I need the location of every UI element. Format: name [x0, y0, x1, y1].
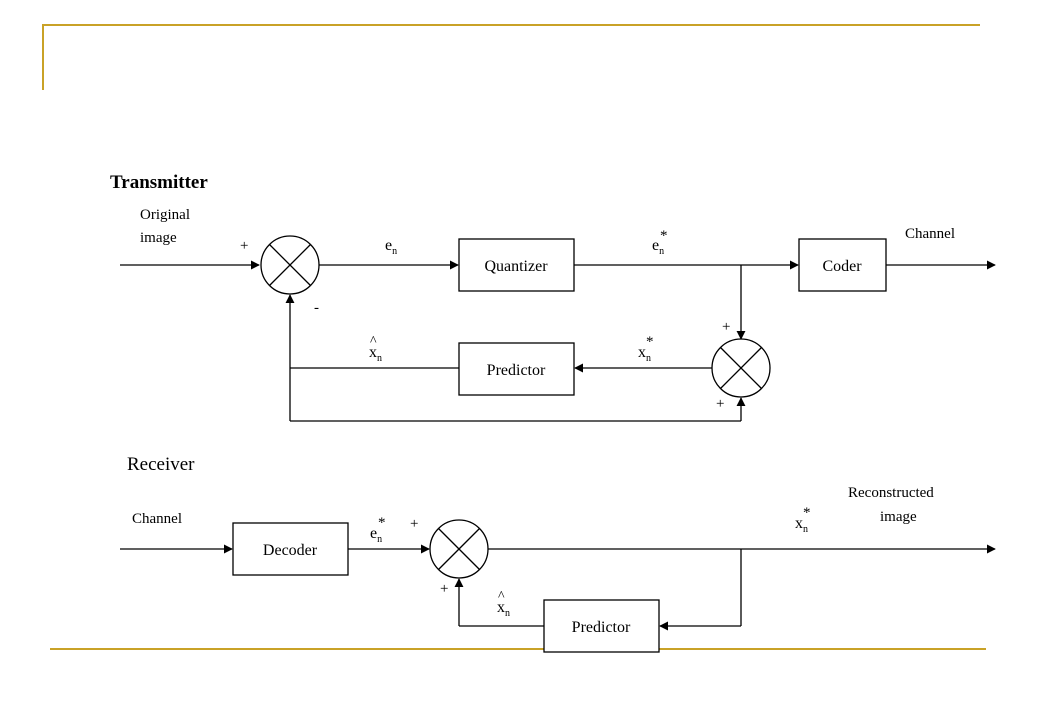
rx-sum-left-plus: +: [410, 516, 418, 532]
decoder-block: [232, 522, 349, 576]
rx-predictor-label: Predictor: [572, 619, 631, 636]
tx-predictor-block: [458, 342, 575, 396]
rx-sum-bottom-plus: +: [440, 581, 448, 597]
original-image-label-line1: Original: [140, 207, 190, 223]
rx-e-n-star-sup: *: [378, 515, 386, 531]
tx-sum2-bottom-plus: +: [716, 396, 724, 412]
tx-x-n-hat-sup: ^: [370, 334, 377, 349]
rx-e-n-star-label: en: [370, 525, 382, 545]
tx-x-n-star-sup: *: [646, 334, 654, 350]
tx-sum1-minus: -: [314, 300, 319, 316]
quantizer-label: Quantizer: [484, 258, 548, 275]
tx-sum1-plus: +: [240, 238, 248, 254]
receiver-title: Receiver: [127, 454, 195, 475]
tx-predictor-label: Predictor: [487, 362, 546, 379]
coder-block: [798, 238, 887, 292]
reconstructed-label-line2: image: [880, 509, 917, 525]
tx-channel-label: Channel: [905, 226, 955, 242]
transmitter-title: Transmitter: [110, 172, 208, 193]
rx-x-n-star-label: xn: [795, 515, 808, 535]
tx-e-n-label: en: [385, 237, 397, 257]
rx-summing-junction: [429, 519, 489, 579]
tx-x-n-hat-label: xn: [369, 344, 382, 364]
tx-summing-junction-2: [711, 338, 771, 398]
tx-e-n-star-label: en: [652, 237, 664, 257]
reconstructed-label-line1: Reconstructed: [848, 485, 934, 501]
rx-channel-label: Channel: [132, 511, 182, 527]
rx-x-n-hat-sup: ^: [498, 589, 505, 604]
rx-predictor-block: [543, 599, 660, 653]
tx-summing-junction-1: [260, 235, 320, 295]
rx-x-n-hat-label: xn: [497, 599, 510, 619]
original-image-label-line2: image: [140, 230, 177, 246]
tx-x-n-star-label: xn: [638, 344, 651, 364]
tx-e-n-star-sup: *: [660, 228, 668, 244]
coder-label: Coder: [822, 258, 862, 275]
tx-sum2-top-plus: +: [722, 319, 730, 335]
decoder-label: Decoder: [263, 542, 318, 559]
rx-x-n-star-sup: *: [803, 505, 811, 521]
